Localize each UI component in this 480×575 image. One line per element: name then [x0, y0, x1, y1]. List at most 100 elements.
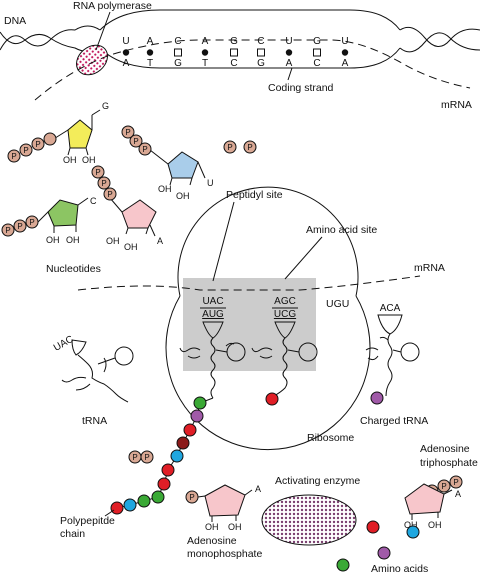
base-top-6: U: [285, 36, 292, 47]
a-site-trna: AGC UCG: [251, 296, 318, 406]
peptidyl-site-leader: [212, 201, 235, 282]
coding-strand-label: Coding strand: [268, 82, 334, 94]
svg-text:P: P: [132, 453, 137, 462]
transcription-bubble: [99, 9, 401, 69]
svg-text:P: P: [23, 146, 28, 155]
svg-text:P: P: [189, 493, 194, 502]
base-top-0: U: [122, 36, 129, 47]
svg-text:P: P: [227, 143, 232, 152]
dna-label: DNA: [4, 15, 26, 27]
base-top-2: C: [174, 36, 181, 47]
base-top-4: G: [230, 36, 238, 47]
adenosine-monophosphate: P A OH OH: [185, 484, 261, 532]
base-bottom-1: T: [147, 58, 153, 69]
svg-text:OH: OH: [124, 242, 138, 252]
svg-text:AGC: AGC: [274, 296, 296, 307]
svg-text:P: P: [95, 168, 100, 177]
svg-text:OH: OH: [205, 522, 219, 532]
base-top-3: A: [202, 36, 209, 47]
charged-trna-label: Charged tRNA: [360, 415, 428, 427]
rna-polymerase-label: RNA polymerase: [73, 0, 152, 12]
svg-text:P: P: [35, 140, 40, 149]
activating-enzyme: [261, 494, 357, 546]
svg-text:P: P: [441, 482, 446, 491]
svg-text:OH: OH: [66, 235, 80, 245]
amp-label-line1: Adenosine: [187, 535, 237, 547]
trna-label: tRNA: [82, 415, 107, 427]
amino-acid-bead-2: [183, 423, 197, 437]
base-bottom-8: A: [342, 58, 349, 69]
svg-text:P: P: [144, 453, 149, 462]
amp-label-line2: monophosphate: [187, 548, 262, 560]
amino-acid-bead-4: [170, 449, 184, 463]
svg-text:OH: OH: [46, 235, 60, 245]
base-pair-mark-2: [174, 48, 182, 57]
base-bottom-3: T: [202, 58, 208, 69]
base-bottom-5: G: [257, 58, 265, 69]
charged-trna: ACA: [365, 303, 420, 405]
amino-acid-bead-7: [151, 490, 165, 504]
peptidyl-site-label: Peptidyl site: [226, 189, 283, 201]
base-top-1: A: [147, 36, 154, 47]
base-bottom-6: A: [286, 58, 293, 69]
mrna-strand-middle: [77, 275, 421, 291]
polypeptide-label-line2: chain: [60, 528, 85, 540]
svg-text:P: P: [247, 143, 252, 152]
atp-base: A: [455, 489, 461, 499]
amino-acid-bead-9: [123, 498, 137, 512]
coding-strand-leader: [287, 67, 293, 81]
activating-enzyme-label: Activating enzyme: [275, 475, 360, 487]
base-pair-mark-5: [257, 48, 265, 57]
svg-text:OH: OH: [63, 155, 77, 165]
free-amino-acids: [336, 520, 420, 572]
svg-text:OH: OH: [428, 520, 442, 530]
amino-acid-bead-5: [161, 463, 175, 477]
svg-text:P: P: [101, 179, 106, 188]
nucleotide-a-base: A: [157, 236, 163, 246]
base-pair-mark-8: [341, 49, 349, 56]
nucleotide-g-base: G: [102, 101, 109, 111]
svg-text:OH: OH: [106, 236, 120, 246]
base-pair-mark-6: [285, 49, 293, 56]
base-top-8: U: [341, 36, 348, 47]
svg-text:ACA: ACA: [380, 303, 401, 314]
polypeptide-leader: [104, 509, 115, 517]
amino-acid-bead-1: [190, 409, 204, 423]
nucleotide-c-base: C: [90, 196, 97, 206]
amp-base: A: [255, 484, 261, 494]
nucleotide-u-base: U: [207, 178, 214, 188]
ribosome-large-subunit: [177, 186, 359, 297]
svg-text:OH: OH: [228, 522, 242, 532]
svg-text:UAC: UAC: [202, 296, 223, 307]
ugu-codon-label: UGU: [326, 298, 349, 310]
base-bottom-0: A: [123, 58, 130, 69]
amino-acid-bead-3: [176, 436, 190, 450]
base-top-7: G: [313, 36, 321, 47]
amino-acid-site-label: Amino acid site: [306, 224, 377, 236]
mrna-label-top: mRNA: [441, 99, 472, 111]
amino-acid-bead-6: [157, 477, 171, 491]
amino-acid-site-leader: [284, 236, 323, 280]
svg-text:OH: OH: [82, 155, 96, 165]
svg-text:P: P: [29, 218, 34, 227]
svg-text:P: P: [17, 222, 22, 231]
svg-text:P: P: [142, 145, 147, 154]
base-bottom-4: C: [230, 58, 237, 69]
rna-polymerase: [76, 44, 108, 76]
atp-label-line1: Adenosine: [420, 443, 470, 455]
rna-polymerase-leader: [95, 11, 111, 51]
base-bottom-7: C: [313, 58, 320, 69]
svg-text:OH: OH: [404, 520, 418, 530]
svg-text:OH: OH: [176, 191, 190, 201]
amino-acid-bead-0: [193, 396, 207, 410]
svg-text:P: P: [5, 226, 10, 235]
a-site-codon: UCG: [274, 309, 296, 320]
